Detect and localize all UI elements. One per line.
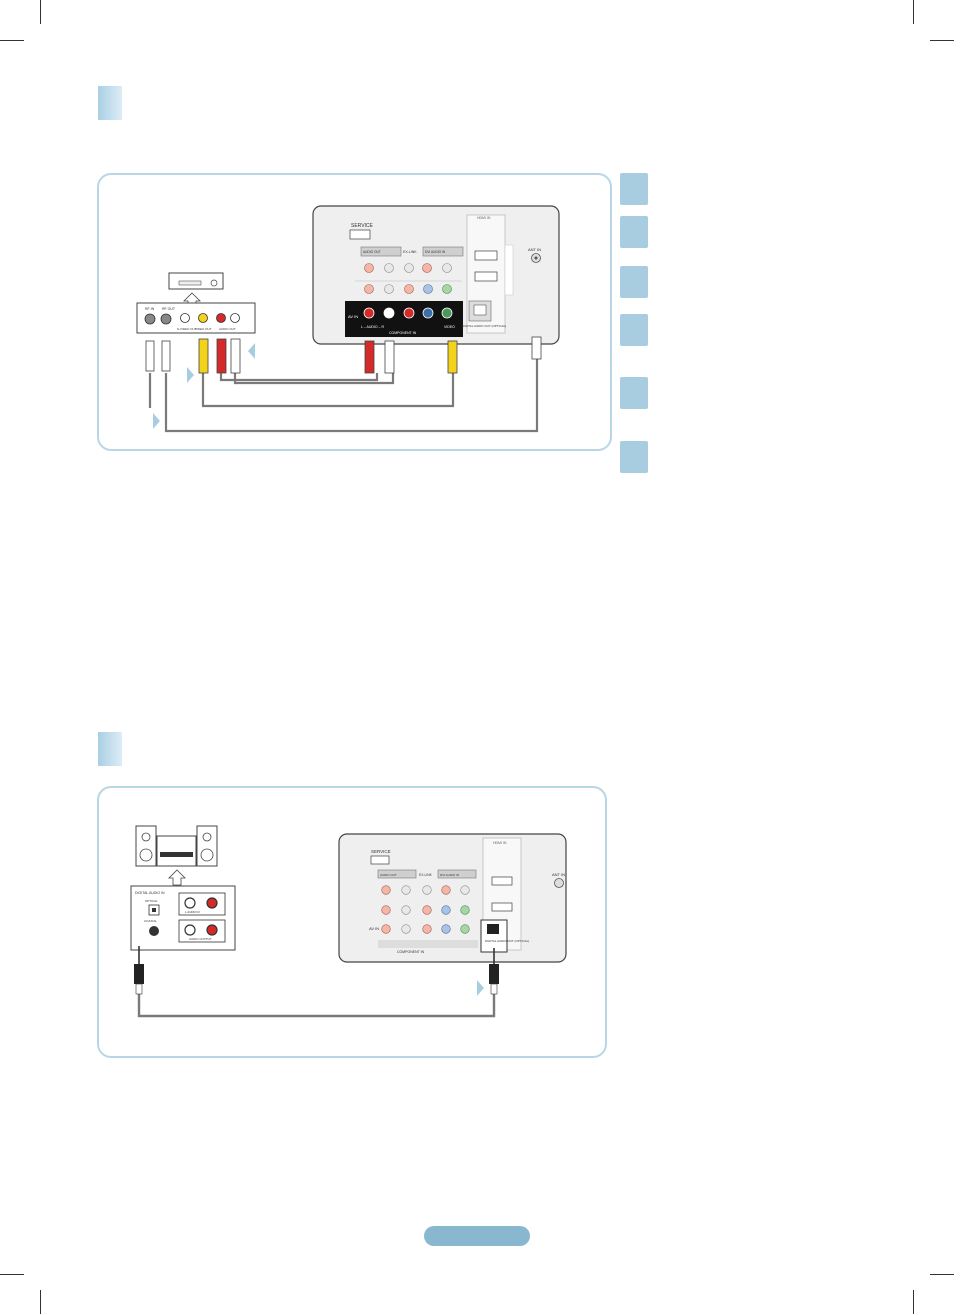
optical-plug bbox=[135, 983, 143, 995]
optical-plug bbox=[489, 964, 499, 984]
vcr-connection-svg: SERVICE HDMI IN ANT IN AUDIO OUT EX-LINK… bbox=[136, 205, 560, 433]
svideo-out-label: S-VIDEO OUT bbox=[177, 327, 197, 331]
vcr-plugs bbox=[145, 338, 241, 374]
step-tab bbox=[620, 377, 648, 409]
amplifier-connection-svg: DIGITAL AUDIO IN OPTICAL COAXIAL L AUDIO… bbox=[130, 825, 567, 1018]
rf-in-label: RF IN bbox=[145, 307, 155, 311]
crop-mark bbox=[0, 1274, 24, 1275]
component-in-label: COMPONENT IN bbox=[389, 331, 417, 335]
ex-link-label: EX-LINK bbox=[419, 873, 433, 877]
step-tab bbox=[620, 266, 648, 298]
vcr-audio-out-label: AUDIO OUT bbox=[219, 327, 236, 331]
hdmi-label: HDMI IN bbox=[477, 216, 491, 220]
step-tab bbox=[620, 441, 648, 473]
arrow-marker bbox=[153, 413, 160, 429]
vcr-device: RF IN RF OUT S-VIDEO OUT VIDEO OUT AUDIO… bbox=[136, 272, 256, 334]
ant-in-label: ANT IN bbox=[552, 872, 565, 877]
step-tab bbox=[620, 173, 648, 205]
crop-mark bbox=[930, 40, 954, 41]
step-tab bbox=[620, 314, 648, 346]
amp-audio-output-label: AUDIO OUTPUT bbox=[189, 937, 212, 941]
arrow-marker bbox=[477, 980, 484, 996]
tv-plugs bbox=[364, 336, 542, 374]
crop-mark bbox=[913, 1290, 914, 1314]
amp-audio-in-label: L AUDIO R bbox=[185, 910, 201, 914]
service-label: SERVICE bbox=[351, 223, 374, 229]
crop-mark bbox=[40, 1290, 41, 1314]
ex-link-label: EX-LINK bbox=[403, 250, 417, 254]
crop-mark bbox=[930, 1274, 954, 1275]
tv-rear-panel: SERVICE HDMI IN ANT IN AUDIO OUT EX-LINK… bbox=[338, 833, 567, 963]
audio-out-label: AUDIO OUT bbox=[363, 250, 381, 254]
component-in-label: COMPONENT IN bbox=[397, 950, 425, 954]
arrow-marker bbox=[187, 367, 194, 383]
vcr-connection-diagram: SERVICE HDMI IN ANT IN AUDIO OUT EX-LINK… bbox=[97, 173, 612, 451]
amp-digital-audio-label: DIGITAL AUDIO IN bbox=[135, 891, 165, 895]
arrow-marker bbox=[248, 343, 255, 359]
service-label: SERVICE bbox=[371, 849, 391, 854]
ant-in-label: ANT IN bbox=[528, 247, 541, 252]
page-number-pill bbox=[424, 1226, 530, 1246]
av-in-label: AV IN bbox=[369, 926, 379, 931]
av-in-label: AV IN bbox=[348, 314, 358, 319]
video-out-label: VIDEO OUT bbox=[195, 327, 212, 331]
tv-rear-panel: SERVICE HDMI IN ANT IN AUDIO OUT EX-LINK… bbox=[312, 205, 560, 345]
optical-cable bbox=[137, 978, 496, 1018]
optical-plug bbox=[134, 964, 144, 984]
step-tab bbox=[620, 216, 648, 248]
amp-coaxial-label: COAXIAL bbox=[144, 919, 157, 923]
hdmi-label: HDMI IN bbox=[493, 841, 507, 845]
section-header-marker bbox=[98, 86, 122, 120]
audio-system: DIGITAL AUDIO IN OPTICAL COAXIAL L AUDIO… bbox=[130, 825, 236, 951]
amplifier-connection-diagram: DIGITAL AUDIO IN OPTICAL COAXIAL L AUDIO… bbox=[97, 786, 607, 1058]
crop-mark bbox=[913, 0, 914, 24]
amp-optical-label: OPTICAL bbox=[145, 899, 158, 903]
video-label: VIDEO bbox=[444, 325, 455, 329]
dvi-audio-in-label: DVI AUDIO IN bbox=[440, 873, 459, 877]
rf-out-label: RF OUT bbox=[162, 307, 176, 311]
optical-plug bbox=[490, 983, 498, 995]
dvi-audio-in-label: DVI AUDIO IN bbox=[425, 250, 446, 254]
audio-out-label: AUDIO OUT bbox=[380, 873, 397, 877]
audio-lr-label: L – AUDIO – R bbox=[361, 325, 384, 329]
cables bbox=[148, 343, 539, 433]
crop-mark bbox=[0, 40, 24, 41]
crop-mark bbox=[40, 0, 41, 24]
digital-audio-out-label: DIGITAL AUDIO OUT (OPTICAL) bbox=[485, 939, 529, 943]
section-header-marker bbox=[98, 732, 122, 766]
digital-audio-out-label: DIGITAL AUDIO OUT (OPTICAL) bbox=[462, 324, 506, 328]
